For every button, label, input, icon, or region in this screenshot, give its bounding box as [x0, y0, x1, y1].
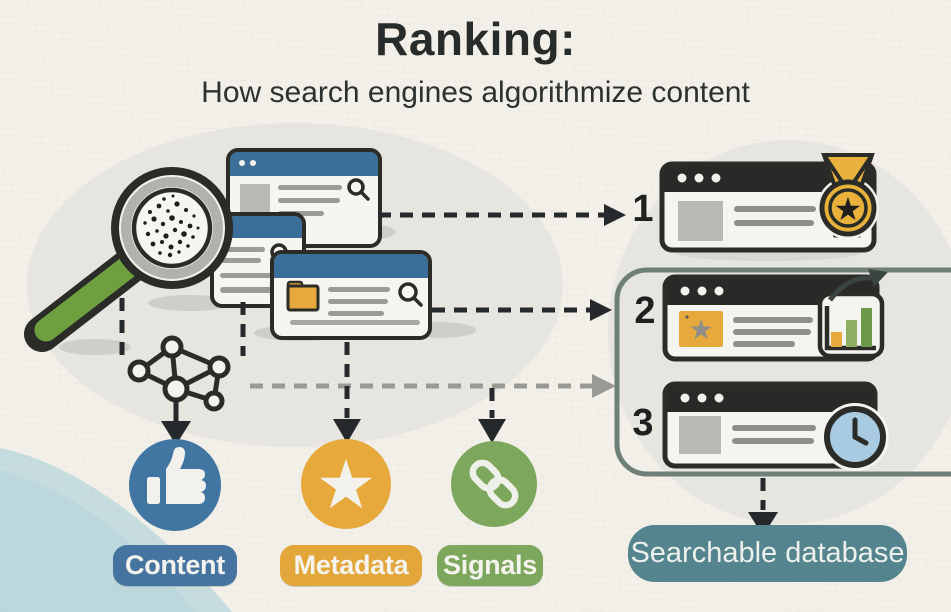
window-dot: [239, 160, 245, 166]
result-card-2: ★: [662, 269, 888, 362]
text-lines: [220, 247, 280, 293]
searchable-database-pill: Searchable database: [628, 525, 907, 582]
metadata-circle: [301, 439, 391, 529]
window-dots: [677, 173, 721, 183]
page-subtitle: How search engines algorithmize content: [201, 76, 750, 109]
rank-number-3: 3: [632, 402, 654, 444]
star-icon: ★: [316, 446, 377, 525]
content-label-pill: Content: [113, 545, 237, 586]
thumbs-up-icon: [147, 447, 206, 504]
network-graph-icon: [127, 335, 231, 412]
text-lines: [732, 425, 816, 444]
window-dot: [250, 160, 256, 166]
rank-number-1: 1: [632, 188, 654, 230]
link-icon: [469, 459, 519, 509]
image-placeholder: [678, 201, 723, 241]
star-icon: ★: [688, 313, 713, 346]
page-title: Ranking:: [375, 13, 576, 65]
upward-arrow: [828, 275, 872, 302]
window-dots: [680, 286, 724, 296]
metadata-label-pill: Metadata: [280, 545, 422, 586]
result-card-3: [662, 381, 889, 471]
search-icon: [398, 282, 423, 307]
dashed-connectors: [119, 212, 766, 510]
signals-label-pill: Signals: [437, 545, 543, 586]
rank-number-2: 2: [634, 290, 656, 332]
result-card-1: ★: [659, 153, 879, 253]
text-lines: [733, 317, 813, 347]
folder-icon: [286, 284, 320, 312]
clock-icon: [821, 403, 889, 471]
arrowheads: [161, 204, 778, 536]
search-icon: [347, 178, 370, 201]
star-icon: ★: [834, 190, 863, 228]
upward-arrowhead: [868, 269, 888, 287]
browser-window-c: [270, 250, 432, 340]
image-placeholder: [679, 416, 721, 454]
window-dots: [680, 393, 724, 403]
growth-chart-icon: [817, 269, 888, 359]
magnifying-glass-icon: [24, 167, 233, 352]
magnifier-handle: [34, 251, 145, 342]
text-lines: [290, 287, 420, 325]
image-placeholder-star: [679, 311, 723, 347]
lens-dot-pattern: [143, 194, 200, 258]
results-group-outline: [614, 267, 951, 477]
image-placeholder: [240, 184, 270, 216]
medal-icon: ★: [817, 153, 879, 239]
